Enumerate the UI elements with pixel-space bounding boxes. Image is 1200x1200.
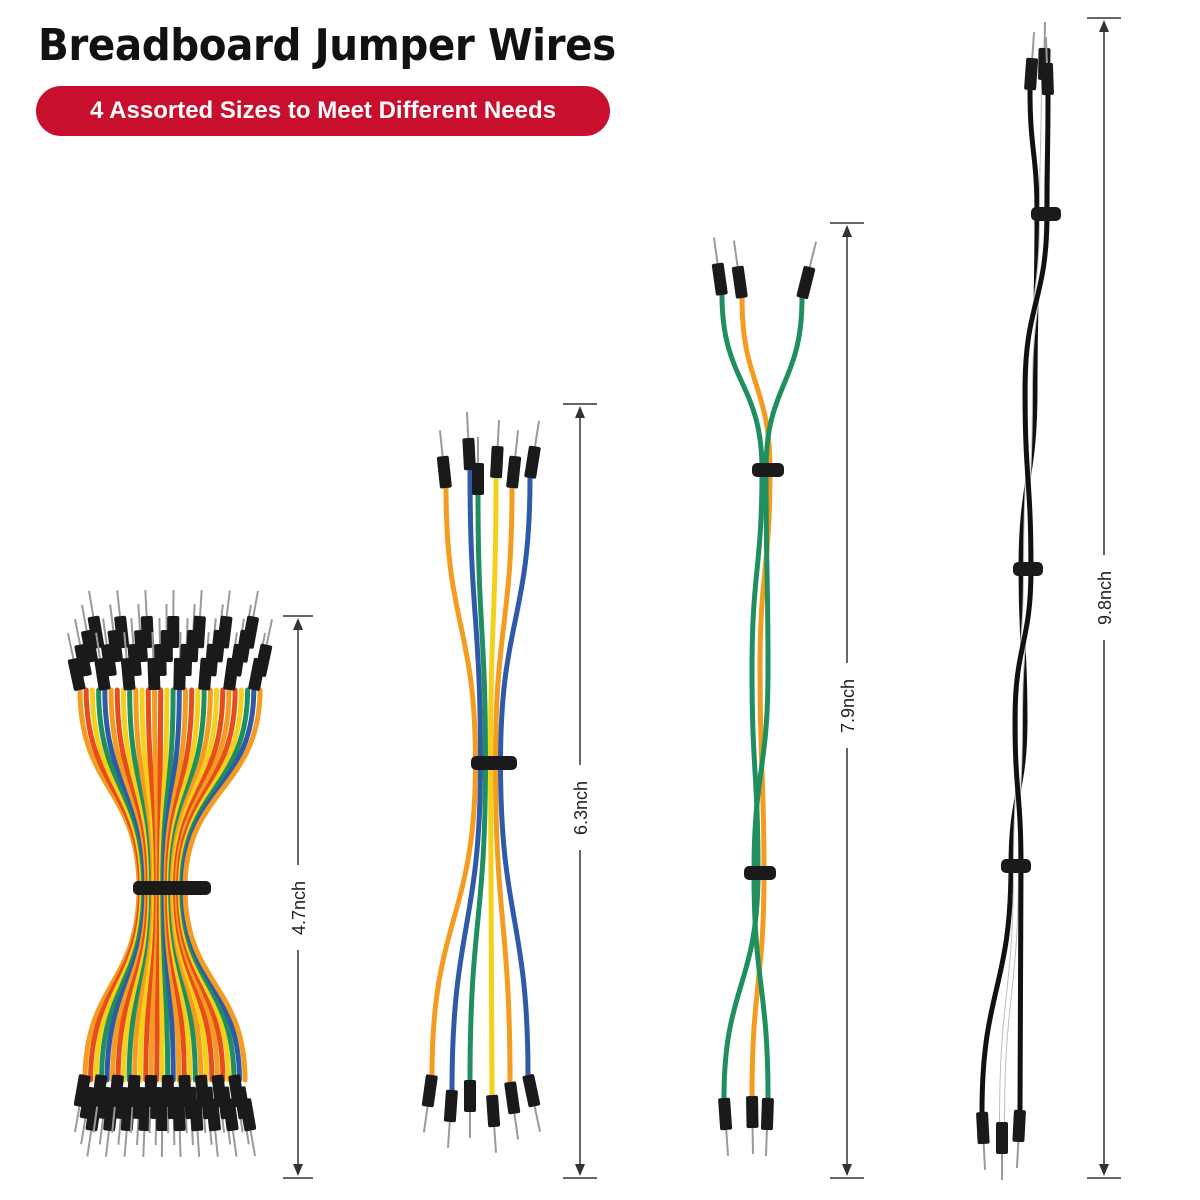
- connector-bottom: [1012, 1109, 1026, 1168]
- cable-tie: [1001, 859, 1031, 873]
- cable-tie: [1013, 562, 1043, 576]
- dimension-marker-short: 4.7nch: [283, 615, 313, 1179]
- connector-bottom: [464, 1080, 476, 1138]
- connector-bottom: [172, 1098, 186, 1158]
- connector-top: [436, 430, 452, 489]
- wire-bundle-extra-long: [976, 21, 1061, 1180]
- wire: [1000, 78, 1046, 1124]
- connector-bottom: [746, 1095, 759, 1155]
- connector-top: [506, 430, 522, 489]
- wire: [492, 485, 515, 1085]
- connector-top: [1040, 37, 1054, 96]
- dimension-label-long: 7.9nch: [838, 679, 858, 733]
- page-title: Breadboard Jumper Wires: [38, 20, 616, 71]
- connector-top: [731, 240, 748, 299]
- dimension-marker-long: 7.9nch: [830, 222, 864, 1179]
- wire: [497, 475, 533, 1078]
- wire-bundle-medium: [421, 412, 542, 1153]
- cable-tie: [133, 881, 211, 895]
- connector-top: [217, 590, 233, 649]
- connector-top: [462, 412, 476, 471]
- connector-top: [66, 633, 86, 691]
- dimension-marker-extra-long: 9.8nch: [1087, 17, 1121, 1179]
- connector-top: [1024, 32, 1039, 91]
- connector-top: [711, 237, 728, 296]
- connector-top: [242, 590, 259, 649]
- dimension-label-medium: 6.3nch: [571, 781, 591, 835]
- connector-bottom: [976, 1111, 990, 1170]
- wire: [719, 292, 765, 1101]
- cable-tie: [471, 756, 517, 770]
- dimension-marker-medium: 6.3nch: [563, 403, 597, 1179]
- subtitle-badge: 4 Assorted Sizes to Meet Different Needs: [36, 86, 610, 136]
- connector-top: [140, 590, 155, 649]
- wire-bundle-long: [711, 237, 818, 1156]
- connector-bottom: [522, 1074, 542, 1132]
- wire: [979, 87, 1040, 1115]
- connector-top: [796, 241, 818, 300]
- connector-bottom: [421, 1074, 438, 1133]
- connector-bottom: [996, 1122, 1008, 1180]
- wire: [751, 295, 805, 1101]
- connector-top: [254, 619, 274, 677]
- connector-bottom: [156, 1098, 169, 1158]
- connector-bottom: [486, 1094, 501, 1153]
- wire: [739, 295, 773, 1099]
- dimension-label-short: 4.7nch: [289, 881, 309, 935]
- cable-tie: [1031, 207, 1061, 221]
- connector-bottom: [760, 1097, 774, 1156]
- connector-top: [490, 420, 504, 479]
- cable-tie: [744, 866, 776, 880]
- connector-top: [472, 437, 484, 495]
- connector-top: [167, 589, 180, 649]
- connector-bottom: [239, 1098, 257, 1157]
- wire: [429, 485, 479, 1078]
- dimension-label-extra-long: 9.8nch: [1095, 571, 1115, 625]
- connector-top: [192, 590, 206, 649]
- wire-bundle-short: [66, 589, 274, 1158]
- connector-top: [524, 420, 541, 479]
- connector-top: [87, 590, 105, 649]
- cable-tie: [752, 463, 784, 477]
- connector-bottom: [504, 1081, 521, 1140]
- connector-bottom: [718, 1097, 733, 1156]
- connector-bottom: [443, 1089, 458, 1148]
